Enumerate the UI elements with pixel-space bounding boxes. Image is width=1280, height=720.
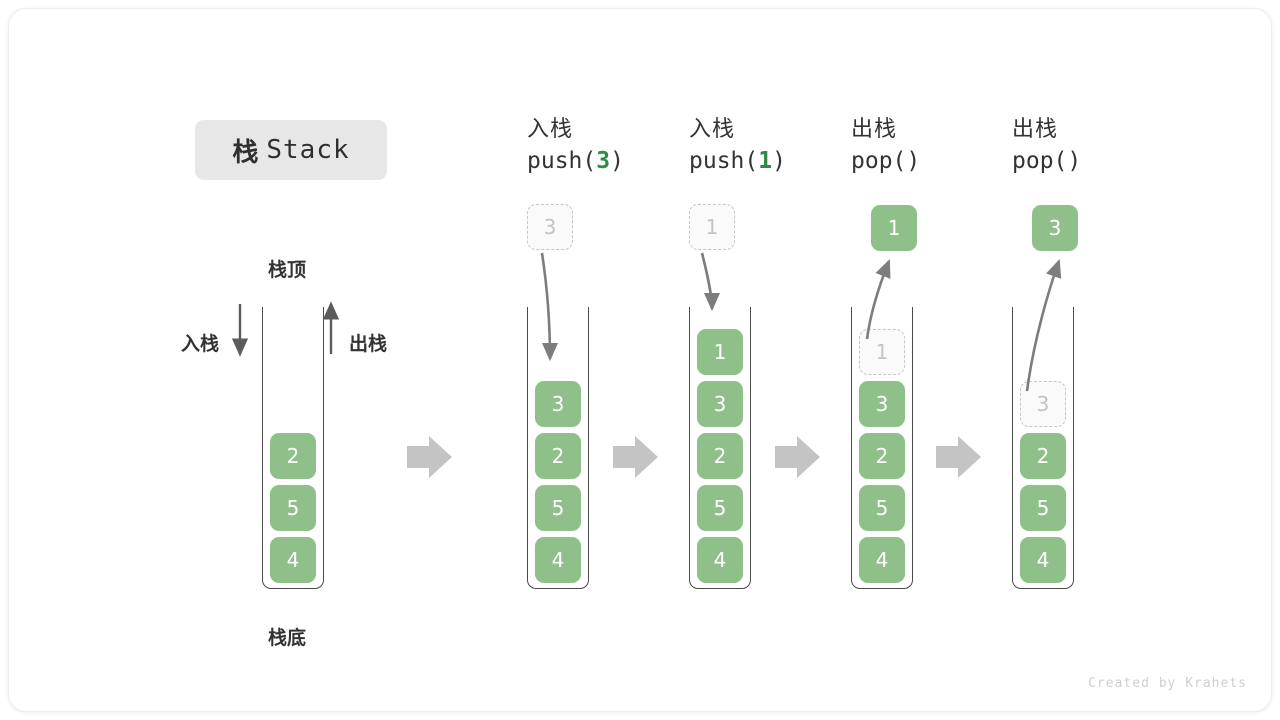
caption-paren-open: ( bbox=[892, 148, 907, 174]
stack-bottom-cap bbox=[262, 571, 324, 589]
stack-container-pop-3: 3 2 5 4 bbox=[1012, 307, 1074, 589]
stack-container-initial: 2 5 4 bbox=[262, 307, 324, 589]
caption-code: push(3) bbox=[527, 145, 697, 177]
stack-container-pop-1: 1 3 2 5 4 bbox=[851, 307, 913, 589]
caption-code: pop() bbox=[1012, 145, 1182, 177]
caption-paren-open: ( bbox=[744, 148, 759, 174]
caption-op: push bbox=[689, 148, 745, 174]
caption-paren-close: ) bbox=[1067, 148, 1082, 174]
stack-cell: 2 bbox=[859, 433, 905, 479]
caption-cjk: 出栈 bbox=[851, 117, 898, 142]
stack-cell: 2 bbox=[535, 433, 581, 479]
caption-paren-open: ( bbox=[1053, 148, 1068, 174]
stack-cell: 4 bbox=[535, 537, 581, 583]
stack-cell: 5 bbox=[1020, 485, 1066, 531]
stack-container-push-3: 3 2 5 4 bbox=[527, 307, 589, 589]
stack-cell: 5 bbox=[697, 485, 743, 531]
caption-op: pop bbox=[1012, 148, 1054, 174]
caption-paren-close: ) bbox=[610, 148, 624, 174]
transition-arrow bbox=[936, 436, 981, 478]
stack-cell-ghost: 1 bbox=[859, 329, 905, 375]
stack-bottom-cap bbox=[851, 571, 913, 589]
stack-cell: 2 bbox=[1020, 433, 1066, 479]
caption-paren-close: ) bbox=[772, 148, 786, 174]
floating-cell-ghost: 3 bbox=[527, 204, 573, 250]
caption-paren-open: ( bbox=[582, 148, 597, 174]
stack-wall-right bbox=[588, 307, 589, 571]
caption-arg: 3 bbox=[596, 148, 611, 174]
stack-cell: 4 bbox=[697, 537, 743, 583]
stack-cell: 3 bbox=[697, 381, 743, 427]
stack-wall-right bbox=[912, 307, 913, 571]
stack-cell: 3 bbox=[535, 381, 581, 427]
stack-cell: 5 bbox=[270, 485, 316, 531]
stack-container-push-1: 1 3 2 5 4 bbox=[689, 307, 751, 589]
stack-bottom-cap bbox=[527, 571, 589, 589]
stack-cell: 4 bbox=[1020, 537, 1066, 583]
transition-arrow bbox=[775, 436, 820, 478]
stack-wall-left bbox=[851, 307, 852, 571]
label-pop-side: 出栈 bbox=[349, 333, 388, 355]
floating-cell-popped: 1 bbox=[871, 205, 917, 251]
stack-wall-left bbox=[689, 307, 690, 571]
stack-cell: 3 bbox=[859, 381, 905, 427]
stack-cell: 4 bbox=[270, 537, 316, 583]
stack-cell: 2 bbox=[697, 433, 743, 479]
label-push-side: 入栈 bbox=[181, 333, 220, 355]
caption-pop-1: 出栈 pop() bbox=[851, 115, 1021, 177]
stack-wall-right bbox=[323, 307, 324, 571]
caption-op: push bbox=[527, 148, 583, 174]
stack-cell-ghost: 3 bbox=[1020, 381, 1066, 427]
footer-credit: Created by Krahets bbox=[1088, 676, 1247, 691]
floating-cell-popped: 3 bbox=[1032, 205, 1078, 251]
stack-wall-right bbox=[1073, 307, 1074, 571]
caption-cjk: 出栈 bbox=[1012, 117, 1059, 142]
stack-bottom-cap bbox=[689, 571, 751, 589]
stack-cell: 5 bbox=[859, 485, 905, 531]
stack-cell: 1 bbox=[697, 329, 743, 375]
label-stack-bottom: 栈底 bbox=[268, 627, 307, 649]
caption-cjk: 入栈 bbox=[689, 117, 736, 142]
transition-arrow bbox=[613, 436, 658, 478]
caption-code: pop() bbox=[851, 145, 1021, 177]
stack-bottom-cap bbox=[1012, 571, 1074, 589]
stack-wall-left bbox=[262, 307, 263, 571]
caption-code: push(1) bbox=[689, 145, 859, 177]
transition-arrow bbox=[407, 436, 452, 478]
caption-arg: 1 bbox=[758, 148, 773, 174]
stack-cell: 2 bbox=[270, 433, 316, 479]
stack-wall-left bbox=[1012, 307, 1013, 571]
caption-pop-3: 出栈 pop() bbox=[1012, 115, 1182, 177]
caption-op: pop bbox=[851, 148, 893, 174]
title-cjk: 栈 bbox=[232, 137, 260, 168]
caption-push-3: 入栈 push(3) bbox=[527, 115, 697, 177]
stack-cell: 4 bbox=[859, 537, 905, 583]
caption-cjk: 入栈 bbox=[527, 117, 574, 142]
title-latin: Stack bbox=[266, 135, 350, 165]
push-curve-arrow-1 bbox=[700, 252, 721, 312]
caption-paren-close: ) bbox=[906, 148, 921, 174]
label-stack-top: 栈顶 bbox=[268, 259, 307, 281]
stack-wall-left bbox=[527, 307, 528, 571]
caption-push-1: 入栈 push(1) bbox=[689, 115, 859, 177]
stack-wall-right bbox=[750, 307, 751, 571]
stack-cell: 5 bbox=[535, 485, 581, 531]
floating-cell-ghost: 1 bbox=[689, 204, 735, 250]
